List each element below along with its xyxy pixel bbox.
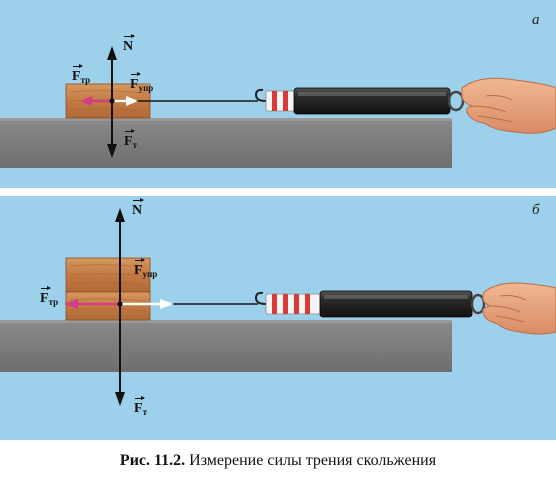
- friction-force-arrow: [80, 96, 110, 106]
- figure-caption: Рис. 11.2. Измерение силы трения скольже…: [0, 452, 556, 470]
- panel-b-drawing: [0, 208, 556, 406]
- figure-caption-text: Измерение силы трения скольжения: [189, 452, 437, 469]
- figure-number: Рис. 11.2.: [119, 452, 186, 469]
- hand: [482, 282, 556, 335]
- table-surface: [0, 118, 452, 168]
- elastic-force-arrow: [122, 299, 174, 309]
- hand: [461, 77, 556, 134]
- elastic-force-arrow: [114, 96, 138, 106]
- panel-a-drawing: [0, 46, 556, 168]
- label-friction-force: Fтр: [72, 64, 91, 85]
- wooden-block-bottom: [65, 291, 151, 321]
- label-normal-force: N: [123, 34, 136, 54]
- panel-a-letter: а: [532, 12, 540, 28]
- label-normal-force: N: [132, 198, 145, 218]
- wooden-block-top: [65, 257, 151, 293]
- label-friction-force: Fтр: [40, 286, 59, 307]
- panel-b: N Fупр Fтр Fт б: [0, 196, 556, 440]
- label-elastic-force: Fупр: [130, 72, 154, 93]
- panel-b-letter: б: [532, 202, 540, 218]
- label-elastic-force: Fупр: [134, 258, 158, 279]
- dynamometer: [254, 87, 465, 115]
- vertical-force-axis: [115, 208, 125, 406]
- label-gravity-force: Fт: [124, 129, 137, 150]
- panel-a: N Fтр Fупр Fт а: [0, 0, 556, 188]
- dynamometer: [254, 290, 486, 318]
- friction-force-arrow: [64, 299, 118, 309]
- label-gravity-force: Fт: [134, 396, 147, 417]
- table-surface: [0, 320, 452, 372]
